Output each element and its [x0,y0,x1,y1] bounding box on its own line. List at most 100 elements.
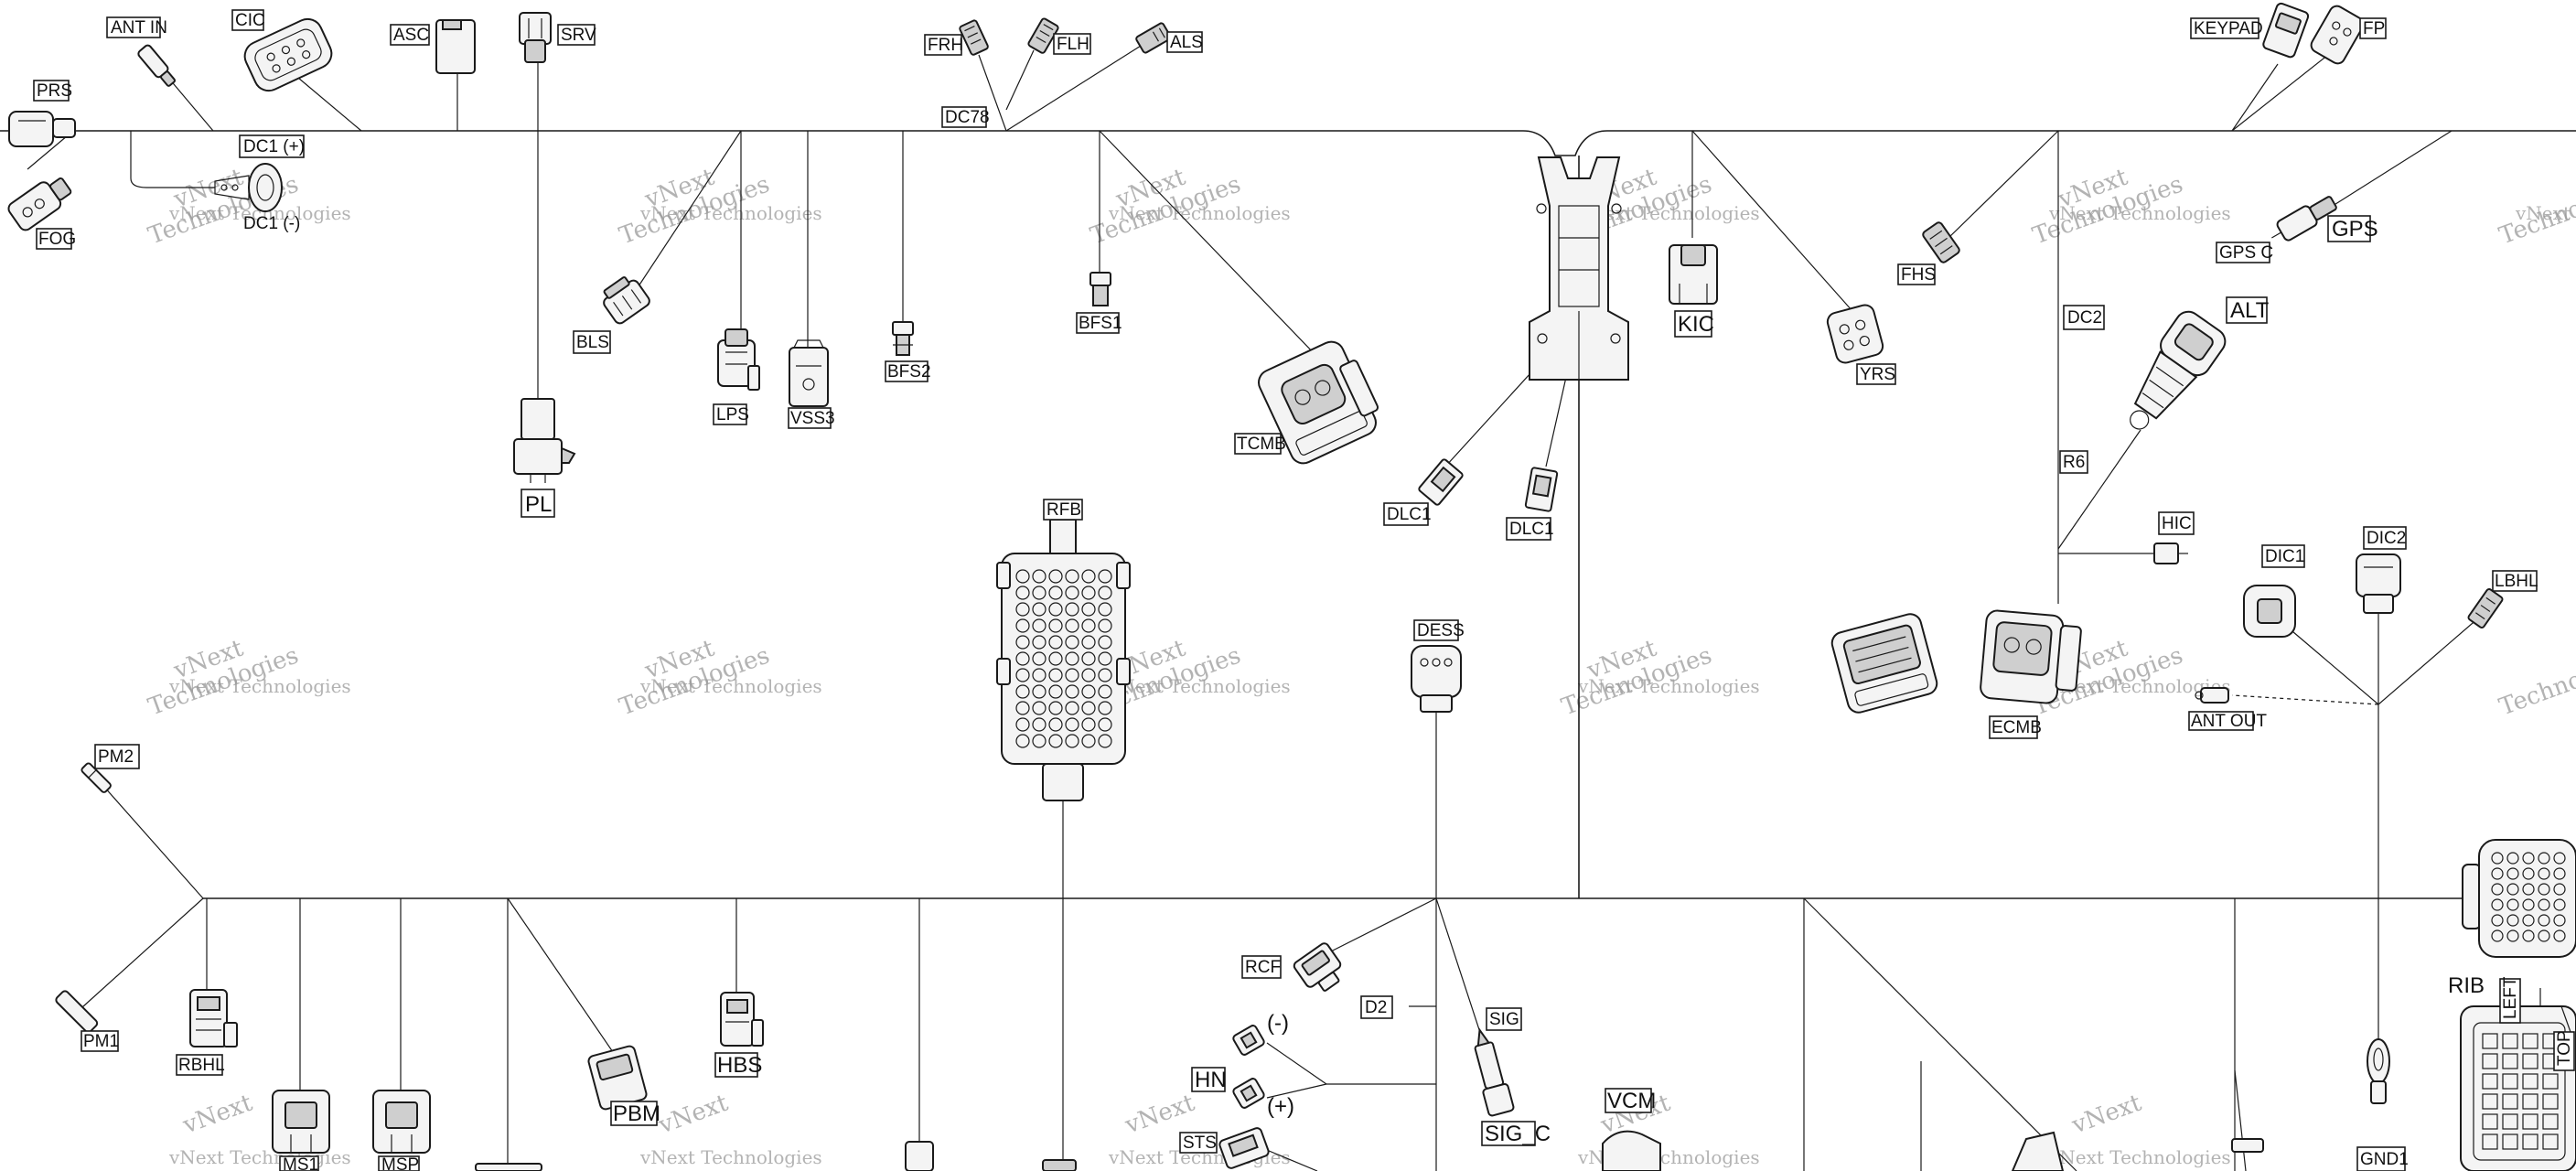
pin-cavity [2522,852,2535,865]
pin-cavity [1098,684,1112,699]
pin-cavity [2522,883,2535,896]
svg-text:vNext: vNext [178,1089,256,1139]
pin-cavity [2553,914,2566,927]
label-fog: FOG [36,228,76,250]
pin-cavity [2538,883,2550,896]
tcmb-branch [1099,130,1318,358]
pm1-connector [55,990,99,1034]
cic-branch [292,72,362,132]
yrs-branch [1691,130,1853,312]
pin-cavity [1015,586,1030,600]
pin-cavity [2506,914,2519,927]
pin-cavity [2482,1113,2498,1130]
ant-out-branch [2231,694,2379,705]
pin-cavity [1065,684,1079,699]
connectors [7,2,2576,1171]
sig-branch [1435,897,1487,1053]
rfb-fuse-box [996,519,1131,801]
dlc1-connector-left [1418,458,1464,506]
label-hn-pos: (+) [1267,1094,1294,1119]
svg-text:Technologies: Technologies [2496,641,2576,721]
svg-text:GND1: GND1 [2360,1150,2409,1169]
pin-cavity [2482,1053,2498,1069]
svg-text:SIG: SIG [1489,1010,1519,1029]
dess-connector [1411,645,1462,713]
dc1-branch [130,131,215,188]
pin-cavity [2553,929,2566,942]
svg-text:SIG_C: SIG_C [1485,1122,1551,1146]
pin-cavity [1098,602,1112,617]
watermark-text: vNext Technologies [639,1146,822,1168]
label-bls: BLS [573,330,611,354]
pin-cavity [2538,929,2550,942]
pin-cavity [2491,914,2504,927]
pin-cavity [1098,717,1112,732]
svg-text:PM1: PM1 [83,1032,119,1051]
pin-cavity [1032,569,1046,584]
asc-connector [435,19,476,74]
bls-branch [630,130,742,298]
svg-text:FP: FP [2363,19,2385,38]
msp-connector [372,1090,431,1154]
pin-cavity [1065,701,1079,715]
fhs-connector [1922,221,1960,263]
pin-cavity [1048,602,1063,617]
pin-cavity [1081,651,1096,666]
label-dlc1-left: DLC1 [1383,502,1432,526]
pin-cavity [2522,1073,2538,1090]
pin-cavity [2482,1033,2498,1049]
pin-cavity [1065,569,1079,584]
label-flh: FLH [1053,33,1091,55]
rfb-fuse-grid [1015,569,1112,748]
pin-cavity [2538,914,2550,927]
keypad-connector [2262,2,2310,59]
pbm-branch [507,897,614,1053]
als-connector [1135,22,1172,54]
label-pbm: PBM [610,1101,660,1126]
label-gnd1: GND1 [2356,1146,2409,1171]
svg-text:FRH: FRH [928,36,963,55]
svg-text:RFB: RFB [1046,500,1081,520]
pin-cavity [2522,1033,2538,1049]
pin-cavity [1015,618,1030,633]
hn-pos-branch [1266,1083,1327,1099]
rib-pin-grid [2482,1033,2559,1150]
svg-text:BLS: BLS [576,333,609,352]
pin-cavity [2491,852,2504,865]
pin-cavity [1048,635,1063,650]
right-edge-connector [2462,839,2576,958]
watermark: vNext Technologies [1558,634,1715,721]
label-dic2: DIC2 [2363,526,2407,550]
label-tcmb: TCMB [1234,433,1286,455]
svg-text:ALT: ALT [2230,298,2270,323]
label-keypad: KEYPAD [2190,17,2263,39]
label-rib: RIB [2448,973,2485,998]
svg-text:YRS: YRS [1860,365,1895,384]
pin-cavity [1015,651,1030,666]
label-hn: HN [1191,1067,1227,1092]
svg-text:DC78: DC78 [945,108,990,127]
pin-cavity [2522,1093,2538,1110]
label-dlc1-right: DLC1 [1506,517,1554,541]
pin-cavity [2522,914,2535,927]
sig-connector [1474,1027,1515,1117]
watermark: vNext Technologies [616,163,773,250]
label-dess: DESS [1413,619,1465,641]
hic-connector [2153,543,2188,564]
ecm-connector [1830,613,1938,714]
label-srv: SRV [557,24,596,46]
ecmb-connector [1980,609,2082,704]
svg-text:R6: R6 [2063,453,2085,472]
pin-cavity [2491,898,2504,911]
junction-block [1529,156,1629,381]
pin-cavity [2553,883,2566,896]
pin-cavity [1098,734,1112,748]
gps-branch [2332,130,2453,207]
svg-text:PL: PL [525,492,552,517]
svg-text:FOG: FOG [38,230,76,249]
lps-connector [717,328,760,391]
svg-text:ANT OUT: ANT OUT [2191,712,2267,731]
watermark-text: vNext Technologies [639,675,822,697]
pbm-connector [587,1045,648,1111]
svg-text:GPS C: GPS C [2219,243,2273,263]
